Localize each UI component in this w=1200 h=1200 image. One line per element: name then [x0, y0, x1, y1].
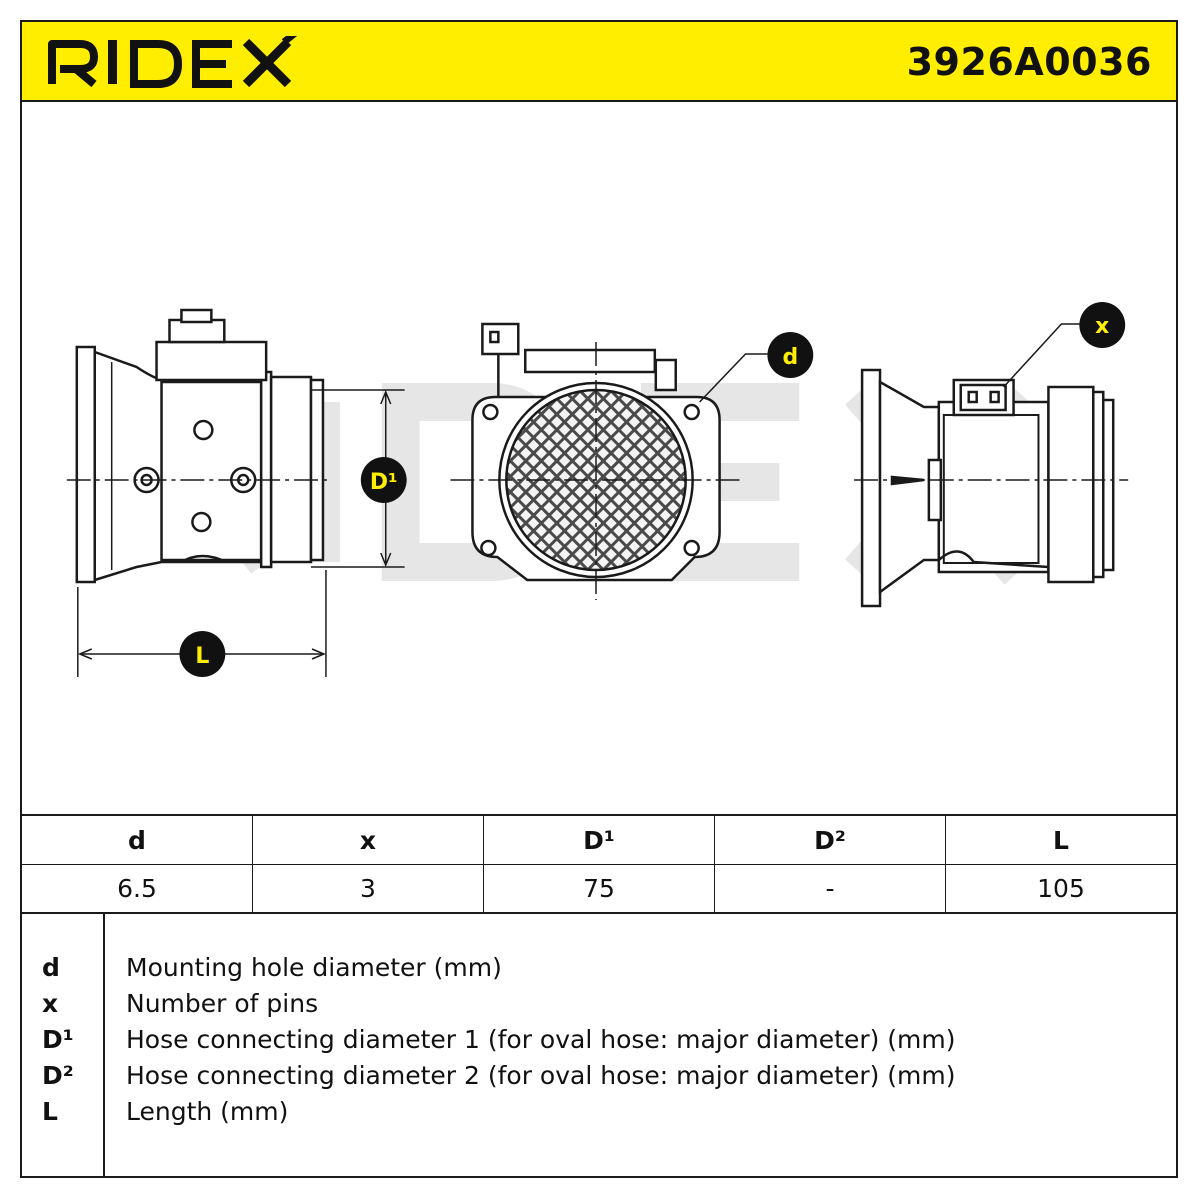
spec-header-x: x — [253, 816, 484, 864]
legend-symbol: D¹ — [42, 1025, 74, 1054]
spec-value-d: 6.5 — [22, 864, 253, 912]
side-view — [75, 308, 325, 584]
legend-description: Length (mm) — [126, 1097, 289, 1126]
legend-symbol: L — [42, 1097, 58, 1126]
leader-x — [1003, 323, 1081, 388]
legend-symbol: x — [42, 989, 59, 1018]
legend-description: Mounting hole diameter (mm) — [126, 953, 502, 982]
legend-symbol: D² — [42, 1061, 74, 1090]
callout-d — [767, 332, 814, 378]
callout-x-label: x — [1095, 314, 1109, 339]
callout-d1 — [360, 457, 407, 503]
legend-description: Number of pins — [126, 989, 319, 1018]
header-bar: 3926A0036 — [22, 22, 1176, 102]
spec-header-d1: D¹ — [484, 816, 715, 864]
legend-row-d1: D¹ Hose connecting diameter 1 (for oval … — [22, 1022, 1176, 1058]
spec-header-d: d — [22, 816, 253, 864]
legend-description: Hose connecting diameter 2 (for oval hos… — [126, 1061, 956, 1090]
legend-symbol: d — [42, 953, 60, 982]
legend-row-d2: D² Hose connecting diameter 2 (for oval … — [22, 1058, 1176, 1094]
legend-description: Hose connecting diameter 1 (for oval hos… — [126, 1025, 956, 1054]
technical-drawing: D¹ L — [66, 302, 1129, 677]
spec-header-d2: D² — [715, 816, 946, 864]
callout-l — [179, 631, 226, 677]
legend-row-x: x Number of pins — [22, 986, 1176, 1022]
dimension-d1 — [310, 389, 405, 568]
spec-value-d1: 75 — [484, 864, 715, 912]
callout-d-label: d — [782, 345, 798, 370]
legend-row-d: d Mounting hole diameter (mm) — [22, 950, 1176, 986]
spec-header-l: L — [1053, 825, 1069, 855]
datasheet: 3926A0036 — [20, 20, 1178, 1178]
callout-l-label: L — [195, 644, 209, 669]
leader-d — [699, 353, 768, 403]
spec-value-row: 6.5 3 75 - 105 — [22, 864, 1176, 912]
callout-x — [1079, 302, 1126, 348]
callout-d1-label: D¹ — [370, 470, 398, 495]
legend-divider — [103, 914, 105, 1178]
spec-value-l: 105 — [1037, 873, 1085, 903]
part-number: 3926A0036 — [906, 40, 1152, 84]
ridex-logo — [48, 36, 298, 88]
legend: d Mounting hole diameter (mm) x Number o… — [22, 912, 1176, 1178]
spec-header-row: d x D¹ D² L — [22, 816, 1176, 865]
spec-value-x: 3 — [253, 864, 484, 912]
spec-table: d x D¹ D² L 6.5 3 75 - 105 — [22, 814, 1176, 912]
spec-value-d2: - — [715, 864, 946, 912]
legend-row-l: L Length (mm) — [22, 1094, 1176, 1130]
top-view — [860, 368, 1115, 608]
